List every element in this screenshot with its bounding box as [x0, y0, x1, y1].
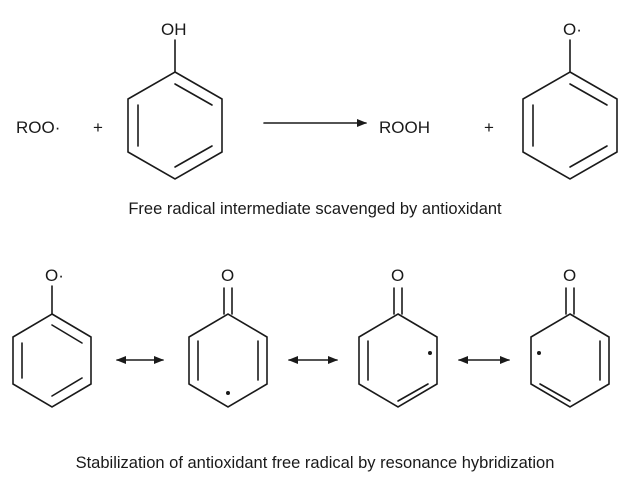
cyclohexadienone-ring — [358, 313, 438, 408]
double-bond-inner — [569, 145, 608, 168]
resonance-caption: Stabilization of antioxidant free radica… — [76, 454, 555, 472]
resonance-structure-4: O — [530, 266, 610, 408]
resonance-structure-1: O· — [12, 266, 92, 408]
double-bond-inner — [174, 145, 213, 168]
peroxyl-radical-label: ROO· — [16, 118, 60, 137]
radical-dot — [428, 351, 432, 355]
resonance-scheme: O· O O — [12, 266, 610, 472]
benzene-ring — [127, 71, 223, 180]
reaction-scheme: ROO· + OH ROOH + O· Free radical interme… — [16, 20, 618, 218]
plus-sign: + — [93, 118, 103, 137]
resonance-structure-3: O — [358, 266, 438, 408]
phenoxyl-radical-structure: O· — [522, 20, 618, 180]
hydroxyl-label: OH — [161, 20, 187, 39]
plus-sign: + — [484, 118, 494, 137]
carbonyl-oxygen-label: O — [391, 266, 404, 285]
hydroperoxide-label: ROOH — [379, 118, 430, 137]
benzene-ring — [522, 71, 618, 180]
double-bond-inner — [51, 324, 83, 344]
radical-dot — [226, 391, 230, 395]
cyclohexadienone-ring — [188, 313, 268, 408]
phenol-structure: OH — [127, 20, 223, 180]
radical-dot — [537, 351, 541, 355]
phenoxyl-oxygen-label: O· — [563, 20, 582, 39]
carbonyl-oxygen-label: O — [563, 266, 576, 285]
resonance-structure-2: O — [188, 266, 268, 408]
oxygen-radical-label: O· — [45, 266, 64, 285]
reaction-caption: Free radical intermediate scavenged by a… — [128, 200, 502, 218]
double-bond-inner — [397, 383, 429, 402]
benzene-ring — [12, 313, 92, 408]
double-bond-inner — [51, 377, 83, 397]
carbonyl-oxygen-label: O — [221, 266, 234, 285]
double-bond-inner — [539, 383, 571, 402]
double-bond-inner — [569, 83, 608, 106]
double-bond-inner — [174, 83, 213, 106]
cyclohexadienone-ring — [530, 313, 610, 408]
